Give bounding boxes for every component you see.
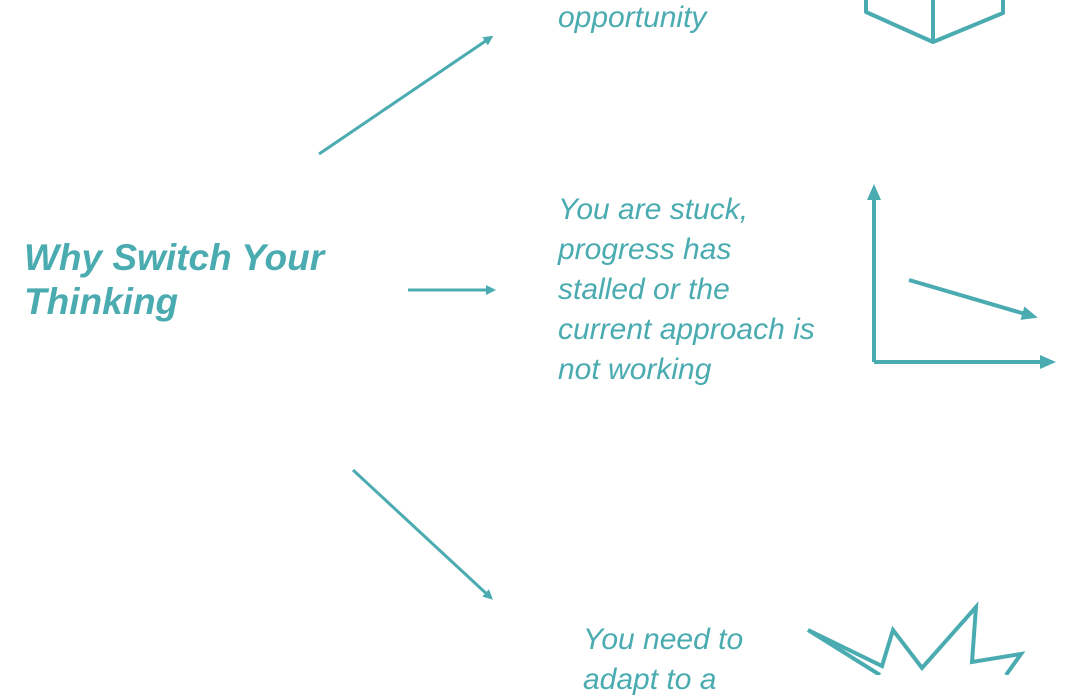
branch-line: You are stuck,	[558, 193, 749, 226]
arrow-down-right-icon	[351, 468, 493, 600]
title-line-1: Why Switch Your	[24, 237, 325, 278]
branch-line: current approach is	[558, 313, 815, 346]
declining-chart-icon	[867, 184, 1056, 369]
branch-stuck-text: You are stuck, progress has stalled or t…	[558, 190, 815, 390]
title-line-2: Thinking	[24, 281, 179, 322]
branch-line: opportunity	[558, 1, 707, 34]
diagram-title: Why Switch Your Thinking	[24, 236, 324, 324]
arrow-up-right-icon	[318, 35, 494, 156]
branch-line: not working	[558, 353, 712, 386]
burst-icon	[806, 601, 1026, 675]
branch-opportunity-text: opportunity	[558, 0, 706, 38]
cube-icon	[864, 0, 1005, 44]
branch-line: progress has	[558, 233, 732, 266]
branch-line: stalled or the	[558, 273, 730, 306]
diagram-graphics	[318, 0, 1056, 675]
branch-line: You need to	[583, 623, 744, 656]
